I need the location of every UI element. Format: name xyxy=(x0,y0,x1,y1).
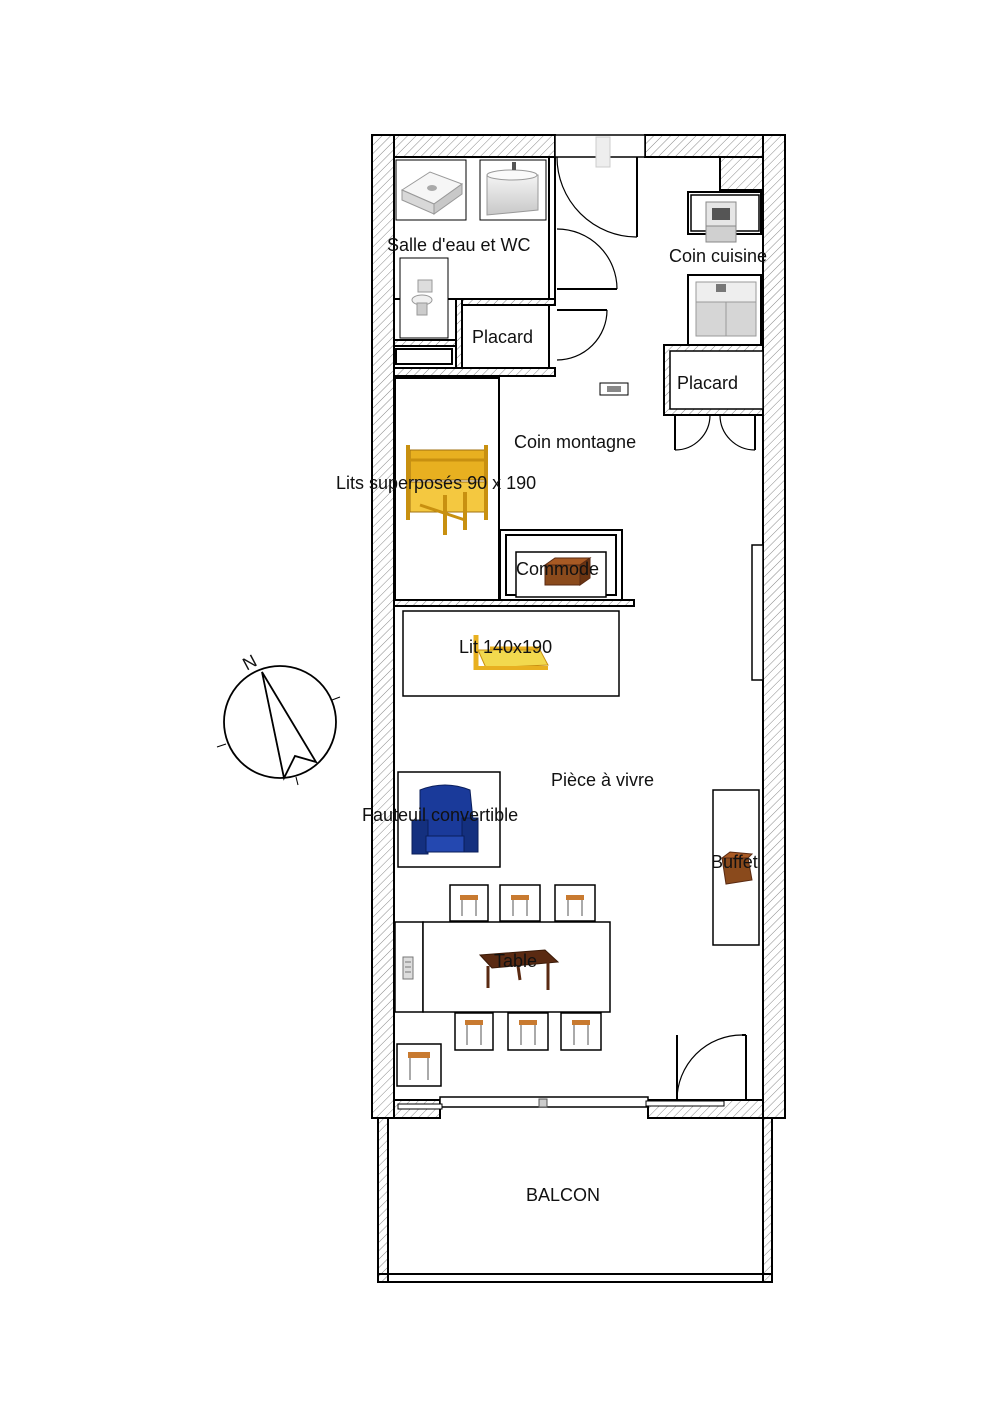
kitchen-units xyxy=(687,191,762,346)
label-double-bed: Lit 140x190 xyxy=(459,637,552,657)
bathroom-doors xyxy=(556,228,618,361)
dresser-icon xyxy=(515,551,607,598)
entrance-door xyxy=(554,134,646,238)
compass-tick xyxy=(216,743,227,748)
balcony-door xyxy=(676,1034,747,1101)
chair-icon xyxy=(396,1043,442,1087)
sideboard-icon xyxy=(712,789,760,946)
chairs-top xyxy=(449,884,596,922)
label-armchair: Fauteuil convertible xyxy=(362,805,518,825)
label-balcony: BALCON xyxy=(526,1185,600,1205)
chair-icon xyxy=(499,884,541,922)
shower-tray-icon xyxy=(395,159,467,221)
label-living-room: Pièce à vivre xyxy=(551,770,654,790)
washbasin-icon xyxy=(479,159,547,221)
armchair-icon xyxy=(397,771,501,868)
label-closet-1: Placard xyxy=(472,327,533,347)
chair-icon xyxy=(560,1012,602,1051)
label-mountain-corner: Coin montagne xyxy=(514,432,636,452)
label-closet-2: Placard xyxy=(677,373,738,393)
label-kitchen: Coin cuisine xyxy=(669,246,767,266)
label-bunk-beds: Lits superposés 90 x 190 xyxy=(336,473,536,493)
chair-icon xyxy=(454,1012,494,1051)
double-bed-icon xyxy=(402,610,620,697)
table-icon xyxy=(394,921,611,1013)
bunk-beds-icon xyxy=(406,445,488,535)
right-window xyxy=(751,544,764,681)
compass-tick xyxy=(331,696,341,701)
chair-icon xyxy=(554,884,596,922)
toilet-icon xyxy=(399,257,449,339)
sliding-window xyxy=(397,1096,725,1110)
label-sideboard: Buffet xyxy=(711,852,758,872)
label-table: Table xyxy=(494,951,537,971)
electric-panel-switch xyxy=(607,386,621,392)
compass: N xyxy=(216,651,341,786)
bathroom-walls xyxy=(393,156,556,377)
chair-icon xyxy=(507,1012,549,1051)
label-bathroom: Salle d'eau et WC xyxy=(387,235,531,255)
balcony xyxy=(377,1117,773,1283)
exterior-walls xyxy=(371,134,786,1119)
chair-icon xyxy=(449,884,489,922)
closet-2 xyxy=(663,344,764,451)
chairs-bottom xyxy=(396,1012,602,1087)
label-dresser: Commode xyxy=(516,559,599,579)
compass-tick xyxy=(295,776,299,786)
